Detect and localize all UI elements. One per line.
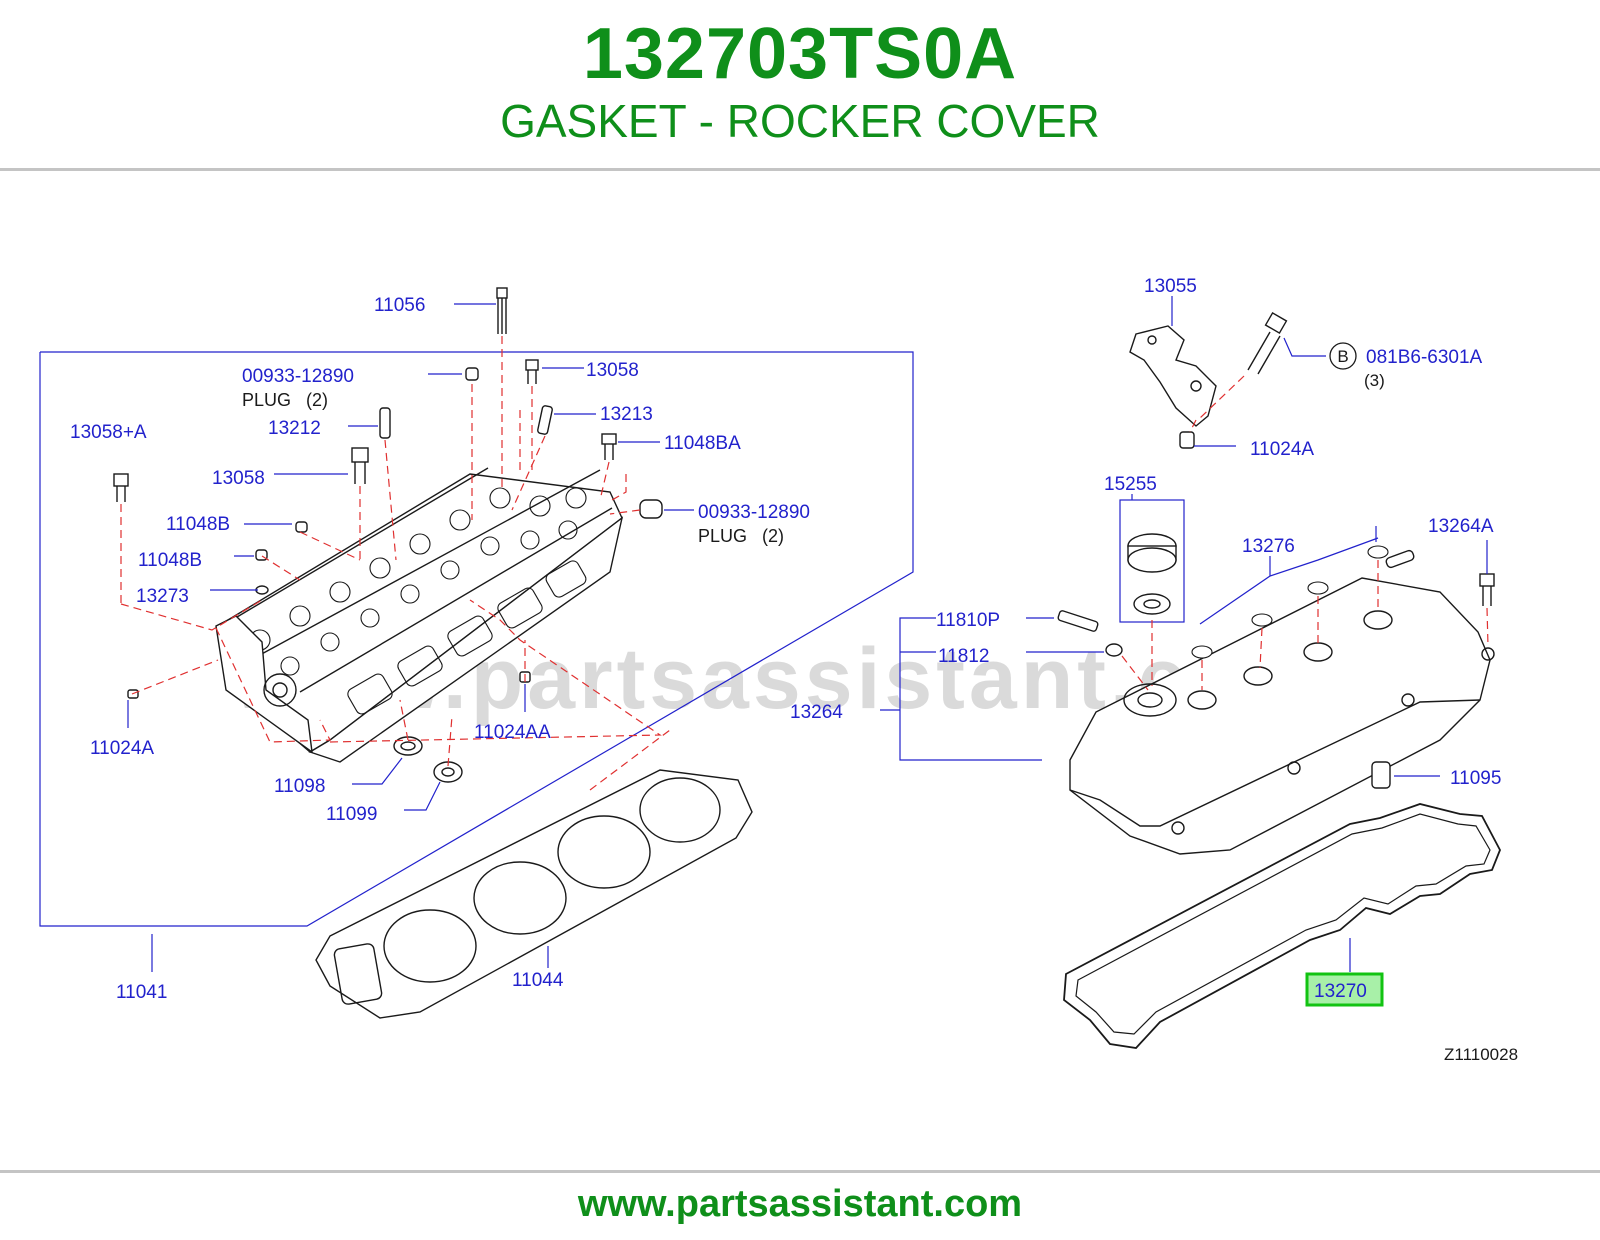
callout-15255[interactable]: 15255 (1104, 474, 1157, 495)
leader-lines-right (880, 296, 1488, 972)
plug-00933-12890-a[interactable] (465, 367, 479, 381)
rocker-cover-group (1057, 311, 1501, 1049)
bolt-11056[interactable] (496, 287, 508, 334)
callout-11098[interactable]: 11098 (274, 776, 325, 797)
callout-11048BA[interactable]: 11048BA (664, 433, 741, 454)
leader-lines-left (127, 303, 694, 972)
head-gasket-11044[interactable] (315, 769, 753, 1019)
footer-divider (0, 1170, 1600, 1173)
callout-11048B-a[interactable]: 11048B (166, 514, 230, 535)
leader-dashes-right (1121, 375, 1489, 691)
callout-labels: 11056 00933-12890 PLUG (2) 13058 13212 1… (70, 276, 1501, 1003)
cylinder-head-part[interactable] (215, 467, 624, 763)
bolt-13264A[interactable] (1479, 573, 1495, 606)
collar-11095[interactable] (1371, 761, 1391, 789)
bracket-13055[interactable] (1129, 325, 1217, 427)
oil-filler-cap-15255[interactable] (1127, 533, 1177, 615)
callout-11810P[interactable]: 11810P (936, 610, 1000, 631)
callout-11048B-b[interactable]: 11048B (138, 550, 202, 571)
callout-13276[interactable]: 13276 (1242, 536, 1295, 557)
assembly-bracket-11041 (39, 351, 914, 927)
callout-13213[interactable]: 13213 (600, 404, 653, 425)
plug-11048B-a[interactable] (295, 521, 308, 533)
callout-00933-12890-a[interactable]: 00933-12890 (242, 366, 354, 387)
rocker-cover-13264[interactable] (1069, 549, 1495, 855)
pin-13213[interactable] (537, 405, 553, 435)
callout-plug-b: PLUG (2) (698, 526, 784, 546)
bolt-081B6-6301A[interactable] (1247, 311, 1288, 375)
bolt-b-marker-circle (1329, 342, 1357, 370)
callout-11041[interactable]: 11041 (116, 982, 167, 1003)
callout-11024A-right[interactable]: 11024A (1250, 439, 1314, 460)
callout-13264[interactable]: 13264 (790, 702, 843, 723)
callout-plug-a: PLUG (2) (242, 390, 328, 410)
footer-website-link[interactable]: www.partsassistant.com (577, 1183, 1023, 1225)
dowel-13212[interactable] (379, 407, 391, 439)
callout-13264A[interactable]: 13264A (1428, 516, 1494, 537)
bolt-b-marker: B (1337, 347, 1348, 366)
callout-13058-b[interactable]: 13058 (212, 468, 265, 489)
callout-081B6-6301A[interactable]: 081B6-6301A (1366, 347, 1483, 368)
callout-13058-plus-a[interactable]: 13058+A (70, 422, 147, 443)
callout-11099[interactable]: 11099 (326, 804, 377, 825)
pcv-valve-11810P[interactable] (1057, 610, 1099, 632)
callout-11024A-left[interactable]: 11024A (90, 738, 154, 759)
part-number-title: 132703TS0A (582, 14, 1018, 94)
dowel-11024A-right[interactable] (1179, 431, 1195, 449)
callout-13270[interactable]: 13270 (1314, 981, 1367, 1002)
plug-00933-12890-b[interactable] (639, 499, 663, 519)
header-divider (0, 168, 1600, 171)
leader-dashes-left (120, 336, 671, 791)
callout-11044[interactable]: 11044 (512, 970, 564, 991)
callout-11812[interactable]: 11812 (938, 646, 989, 667)
callout-11095[interactable]: 11095 (1450, 768, 1501, 789)
bolt-11048BA[interactable] (601, 433, 617, 460)
callout-13055[interactable]: 13055 (1144, 276, 1197, 297)
grommet-11812[interactable] (1105, 643, 1123, 657)
bolt-13058-plus-a[interactable] (113, 473, 129, 502)
header: 132703TS0A GASKET - ROCKER COVER (0, 0, 1600, 168)
drawing-code: Z1110028 (1444, 1045, 1518, 1064)
cylinder-head-group (39, 287, 914, 1019)
callout-qty-3: (3) (1364, 371, 1385, 390)
highlight-box-13270 (1305, 972, 1384, 1007)
callout-13212[interactable]: 13212 (268, 418, 321, 439)
grommet-set-13276[interactable] (1191, 545, 1389, 659)
bolt-13058-b[interactable] (351, 447, 369, 484)
callout-13058-a[interactable]: 13058 (586, 360, 639, 381)
callout-11024AA[interactable]: 11024AA (474, 722, 551, 743)
callout-00933-12890-b[interactable]: 00933-12890 (698, 502, 810, 523)
bolt-13058-a[interactable] (525, 359, 539, 384)
rocker-cover-gasket-13270[interactable] (1063, 803, 1501, 1049)
part-description: GASKET - ROCKER COVER (500, 95, 1100, 147)
callout-11056[interactable]: 11056 (374, 295, 425, 316)
callout-13273[interactable]: 13273 (136, 586, 189, 607)
